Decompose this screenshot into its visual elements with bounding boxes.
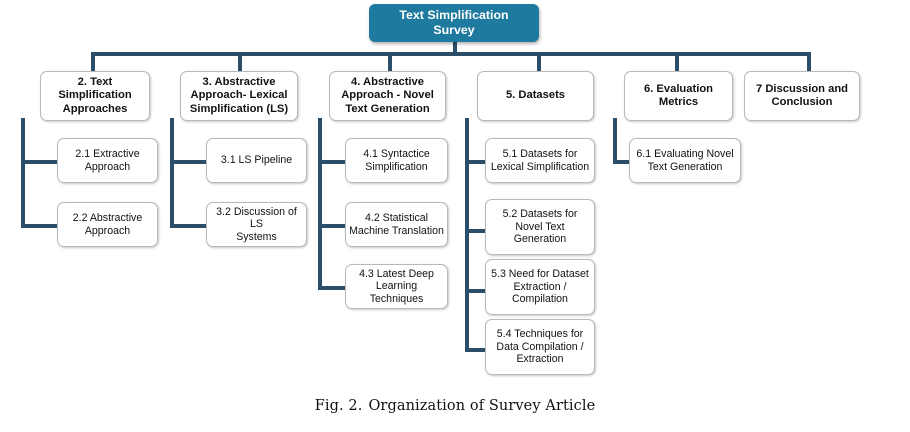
connector-trunk-3	[170, 118, 174, 228]
connector-stub-5-4	[465, 348, 487, 352]
connector-stub-3-1	[170, 160, 207, 164]
connector-top-bus	[91, 52, 807, 56]
connector-trunk-4	[318, 118, 322, 286]
node-5-datasets[interactable]: 5. Datasets	[477, 71, 594, 121]
connector-stub-4-2	[318, 224, 348, 228]
connector-trunk-6	[613, 118, 617, 164]
connector-stub-2-2	[21, 224, 58, 228]
connector-drop-7	[807, 52, 811, 72]
node-3-1-label: 3.1 LS Pipeline	[220, 154, 293, 167]
connector-drop-5	[537, 52, 541, 72]
connector-stub-2-1	[21, 160, 58, 164]
figure-caption-text: Organization of Survey Article	[368, 398, 596, 414]
connector-trunk-2	[21, 118, 25, 228]
connector-drop-3	[238, 52, 242, 72]
connector-stub-6-1	[613, 160, 631, 164]
connector-stub-4-3	[318, 286, 348, 290]
connector-stub-3-2	[170, 224, 207, 228]
connector-drop-4	[388, 52, 392, 72]
figure-caption: Fig. 2. Organization of Survey Article	[0, 398, 910, 414]
connector-stub-4-1	[318, 160, 348, 164]
connector-drop-6	[675, 52, 679, 72]
connector-trunk-5	[465, 118, 469, 348]
node-5-label: 5. Datasets	[505, 89, 566, 102]
connector-stub-5-1	[465, 160, 487, 164]
node-3-1-ls-pipeline[interactable]: 3.1 LS Pipeline	[206, 138, 307, 183]
connector-stub-5-2	[465, 229, 487, 233]
connector-drop-2	[91, 52, 95, 72]
connector-stub-5-3	[465, 289, 487, 293]
connector-root-stem	[453, 40, 457, 54]
figure-caption-label: Fig. 2.	[314, 398, 363, 414]
